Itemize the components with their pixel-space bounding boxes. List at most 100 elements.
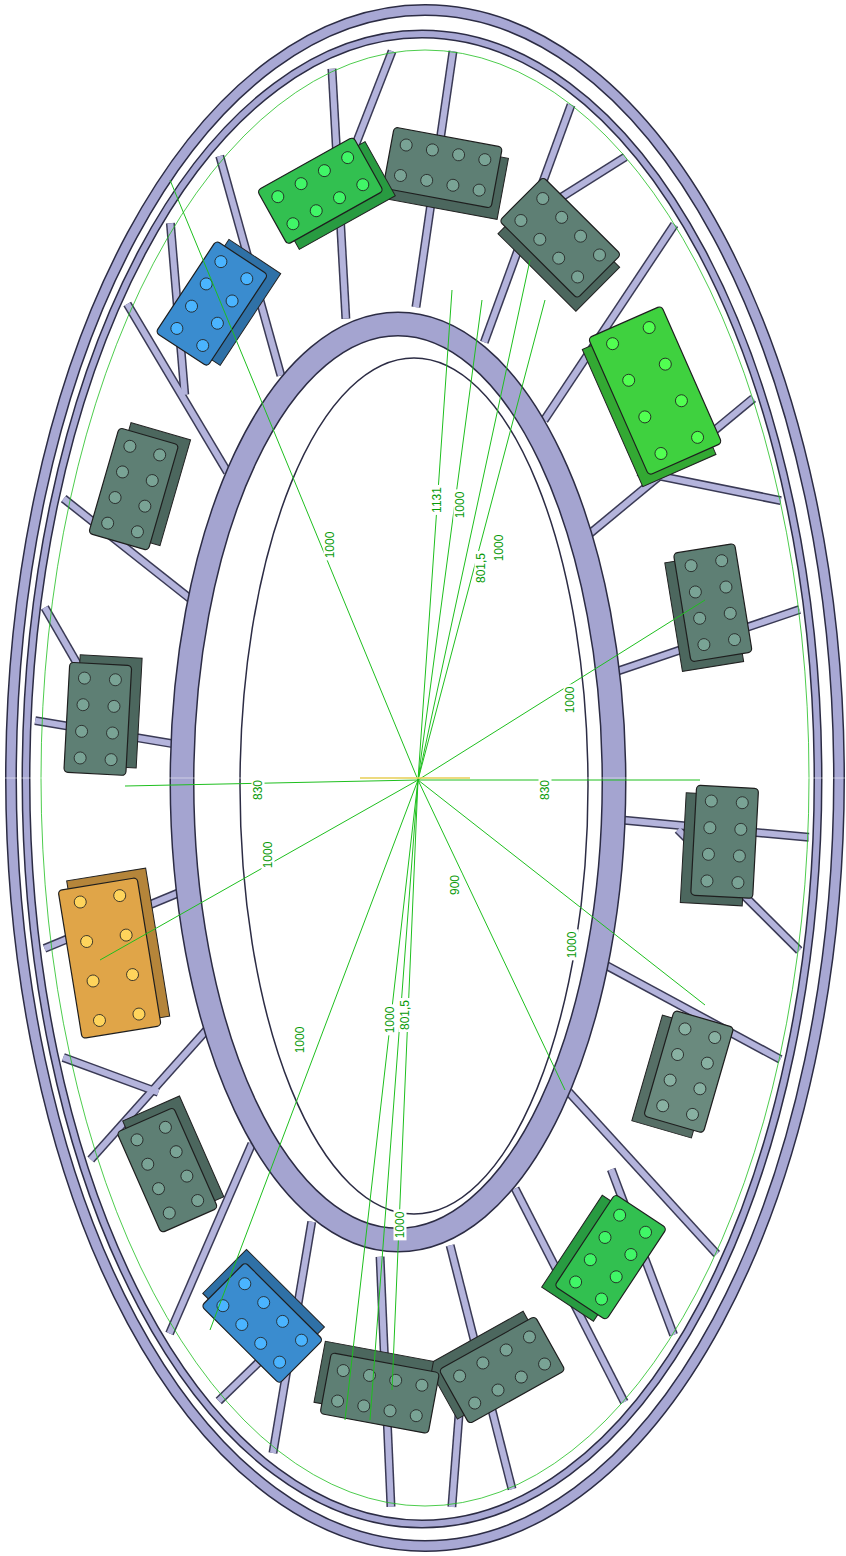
connector-plug	[168, 1144, 184, 1160]
connector-plug	[86, 974, 100, 988]
dimension-label: 1000	[493, 533, 506, 564]
connector-plug	[733, 850, 746, 863]
equipment-box	[64, 654, 142, 776]
box-face	[554, 1194, 666, 1320]
connector-plug	[591, 247, 608, 264]
dimension-line	[418, 300, 482, 780]
connector-plug	[415, 1378, 429, 1392]
dimension-line	[170, 180, 418, 780]
connector-plug	[498, 1342, 514, 1358]
dimension-label: 1000	[394, 1210, 407, 1241]
connector-plug	[130, 524, 145, 539]
dimension-line	[418, 260, 530, 780]
connector-plug	[735, 823, 748, 836]
connector-plug	[702, 848, 715, 861]
connector-plug	[693, 611, 707, 625]
connector-plug	[179, 1168, 195, 1184]
connector-plug	[478, 153, 492, 167]
dimension-label: 1000	[384, 1005, 397, 1036]
box-face	[156, 241, 268, 367]
box-face	[383, 127, 502, 208]
dimension-line	[418, 780, 565, 1090]
connector-plug	[108, 700, 121, 713]
equipment-box	[257, 133, 395, 253]
connector-plug	[194, 337, 211, 354]
connector-plug	[678, 1021, 693, 1036]
connector-plug	[452, 148, 466, 162]
connector-plug	[145, 473, 160, 488]
connector-plug	[700, 1056, 715, 1071]
connector-plug	[271, 1354, 288, 1371]
connector-plug	[119, 928, 133, 942]
connector-plug	[728, 633, 742, 647]
connector-plug	[707, 1030, 722, 1045]
connector-plug	[255, 1294, 272, 1311]
connector-plug	[190, 1193, 206, 1209]
equipment-box	[57, 868, 171, 1038]
equipment-box	[579, 306, 725, 487]
connector-plug	[331, 1394, 345, 1408]
connector-plug	[169, 320, 186, 337]
connector-plug	[106, 727, 119, 740]
connector-plug	[152, 448, 167, 463]
dimension-line	[392, 780, 418, 1390]
connector-plug	[715, 554, 729, 568]
dimension-label: 801,5	[399, 998, 412, 1032]
dimension-label: 1131	[431, 485, 444, 515]
connector-plug	[611, 1207, 628, 1224]
connector-plug	[108, 490, 123, 505]
inner-ring	[182, 324, 614, 1240]
dimension-line	[418, 600, 705, 780]
dimension-label: 1000	[566, 930, 579, 961]
dimension-label: 1000	[564, 685, 577, 716]
connector-plug	[637, 409, 653, 425]
connector-plug	[597, 1229, 614, 1246]
connector-plug	[534, 190, 551, 207]
connector-plug	[512, 212, 529, 229]
equipment-box	[312, 1341, 441, 1433]
connector-plug	[213, 253, 230, 270]
connector-plug	[553, 209, 570, 226]
box-face	[89, 428, 179, 551]
connector-plug	[183, 298, 200, 315]
dimension-line	[370, 780, 418, 1420]
connector-plug	[209, 315, 226, 332]
equipment-box	[196, 1249, 330, 1383]
connector-plug	[157, 1119, 173, 1135]
connector-plug	[608, 1268, 625, 1285]
dimension-line	[418, 780, 700, 781]
connector-plug	[274, 1313, 291, 1330]
dimension-line	[418, 300, 545, 780]
connector-plug	[569, 268, 586, 285]
equipment-box	[664, 543, 754, 671]
connector-plug	[383, 1404, 397, 1418]
connector-plug	[701, 875, 714, 888]
connector-plug	[550, 250, 567, 267]
connector-plug	[490, 1382, 506, 1398]
connector-plug	[641, 320, 657, 336]
connector-plug	[198, 276, 215, 293]
connector-plug	[475, 1355, 491, 1371]
connector-plug	[704, 821, 717, 834]
equipment-box	[680, 785, 758, 907]
connector-plug	[692, 1081, 707, 1096]
dimension-line	[418, 290, 452, 780]
connector-plug	[684, 559, 698, 573]
connector-plug	[389, 1373, 403, 1387]
box-face	[691, 785, 759, 898]
box-face	[58, 878, 161, 1039]
connector-plug	[425, 143, 439, 157]
connector-plug	[293, 1332, 310, 1349]
equipment-box	[156, 234, 281, 372]
equipment-box	[114, 1096, 227, 1233]
connector-plug	[663, 1073, 678, 1088]
connector-plug	[74, 752, 87, 765]
connector-plug	[129, 1132, 145, 1148]
connector-plug	[161, 1205, 177, 1221]
connector-plug	[115, 465, 130, 480]
connector-plug	[331, 190, 347, 206]
box-face	[499, 177, 621, 299]
connector-plug	[446, 178, 460, 192]
connector-plug	[73, 895, 87, 909]
connector-plug	[536, 1356, 552, 1372]
